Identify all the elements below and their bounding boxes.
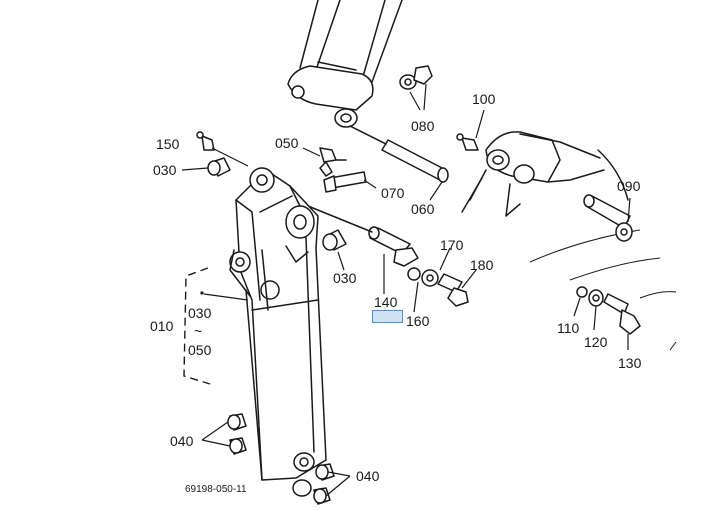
pin-060 [349, 125, 449, 183]
callout-030-right[interactable]: 030 [333, 270, 357, 286]
callout-150[interactable]: 150 [156, 136, 180, 152]
grease-nipple-100 [456, 109, 485, 151]
callout-170[interactable]: 170 [440, 237, 464, 253]
leader-lines [181, 147, 443, 497]
callout-140[interactable]: 140 [374, 294, 398, 310]
callout-100[interactable]: 100 [472, 91, 496, 107]
callout-180[interactable]: 180 [470, 257, 494, 273]
highlight-box [372, 310, 403, 323]
callout-060[interactable]: 060 [411, 201, 435, 217]
bucket-outline [529, 149, 677, 351]
callout-070[interactable]: 070 [381, 185, 405, 201]
callout-040-left[interactable]: 040 [170, 433, 194, 449]
bucket-link [461, 131, 605, 217]
arm-body [229, 167, 327, 497]
callout-130[interactable]: 130 [618, 355, 642, 371]
bolt-assembly-110-130 [573, 286, 641, 350]
boom-bracket [287, 0, 403, 128]
callout-120[interactable]: 120 [584, 334, 608, 350]
pin-140-assembly [307, 205, 477, 313]
group-bracket-010 [183, 267, 211, 385]
callout-050[interactable]: 050 [275, 135, 299, 151]
callout-110[interactable]: 110 [557, 320, 580, 336]
figure-code: 69198-050-11 [185, 484, 247, 495]
callout-030-top[interactable]: 030 [153, 162, 177, 178]
callout-010[interactable]: 010 [150, 318, 174, 334]
callout-050-range[interactable]: 050 [188, 342, 212, 358]
callout-160[interactable]: 160 [406, 313, 430, 329]
grease-fitting-150 [196, 131, 249, 167]
callout-080[interactable]: 080 [411, 118, 435, 134]
fitting-050-bolt-070 [319, 147, 367, 193]
nut-washer-080 [399, 65, 433, 111]
callout-030-range[interactable]: 030 [188, 305, 212, 321]
callout-040-right[interactable]: 040 [356, 468, 380, 484]
pin-090 [583, 194, 633, 242]
range-separator: ~ [194, 323, 203, 339]
bushing-030 [207, 157, 347, 251]
callout-090[interactable]: 090 [617, 178, 641, 194]
